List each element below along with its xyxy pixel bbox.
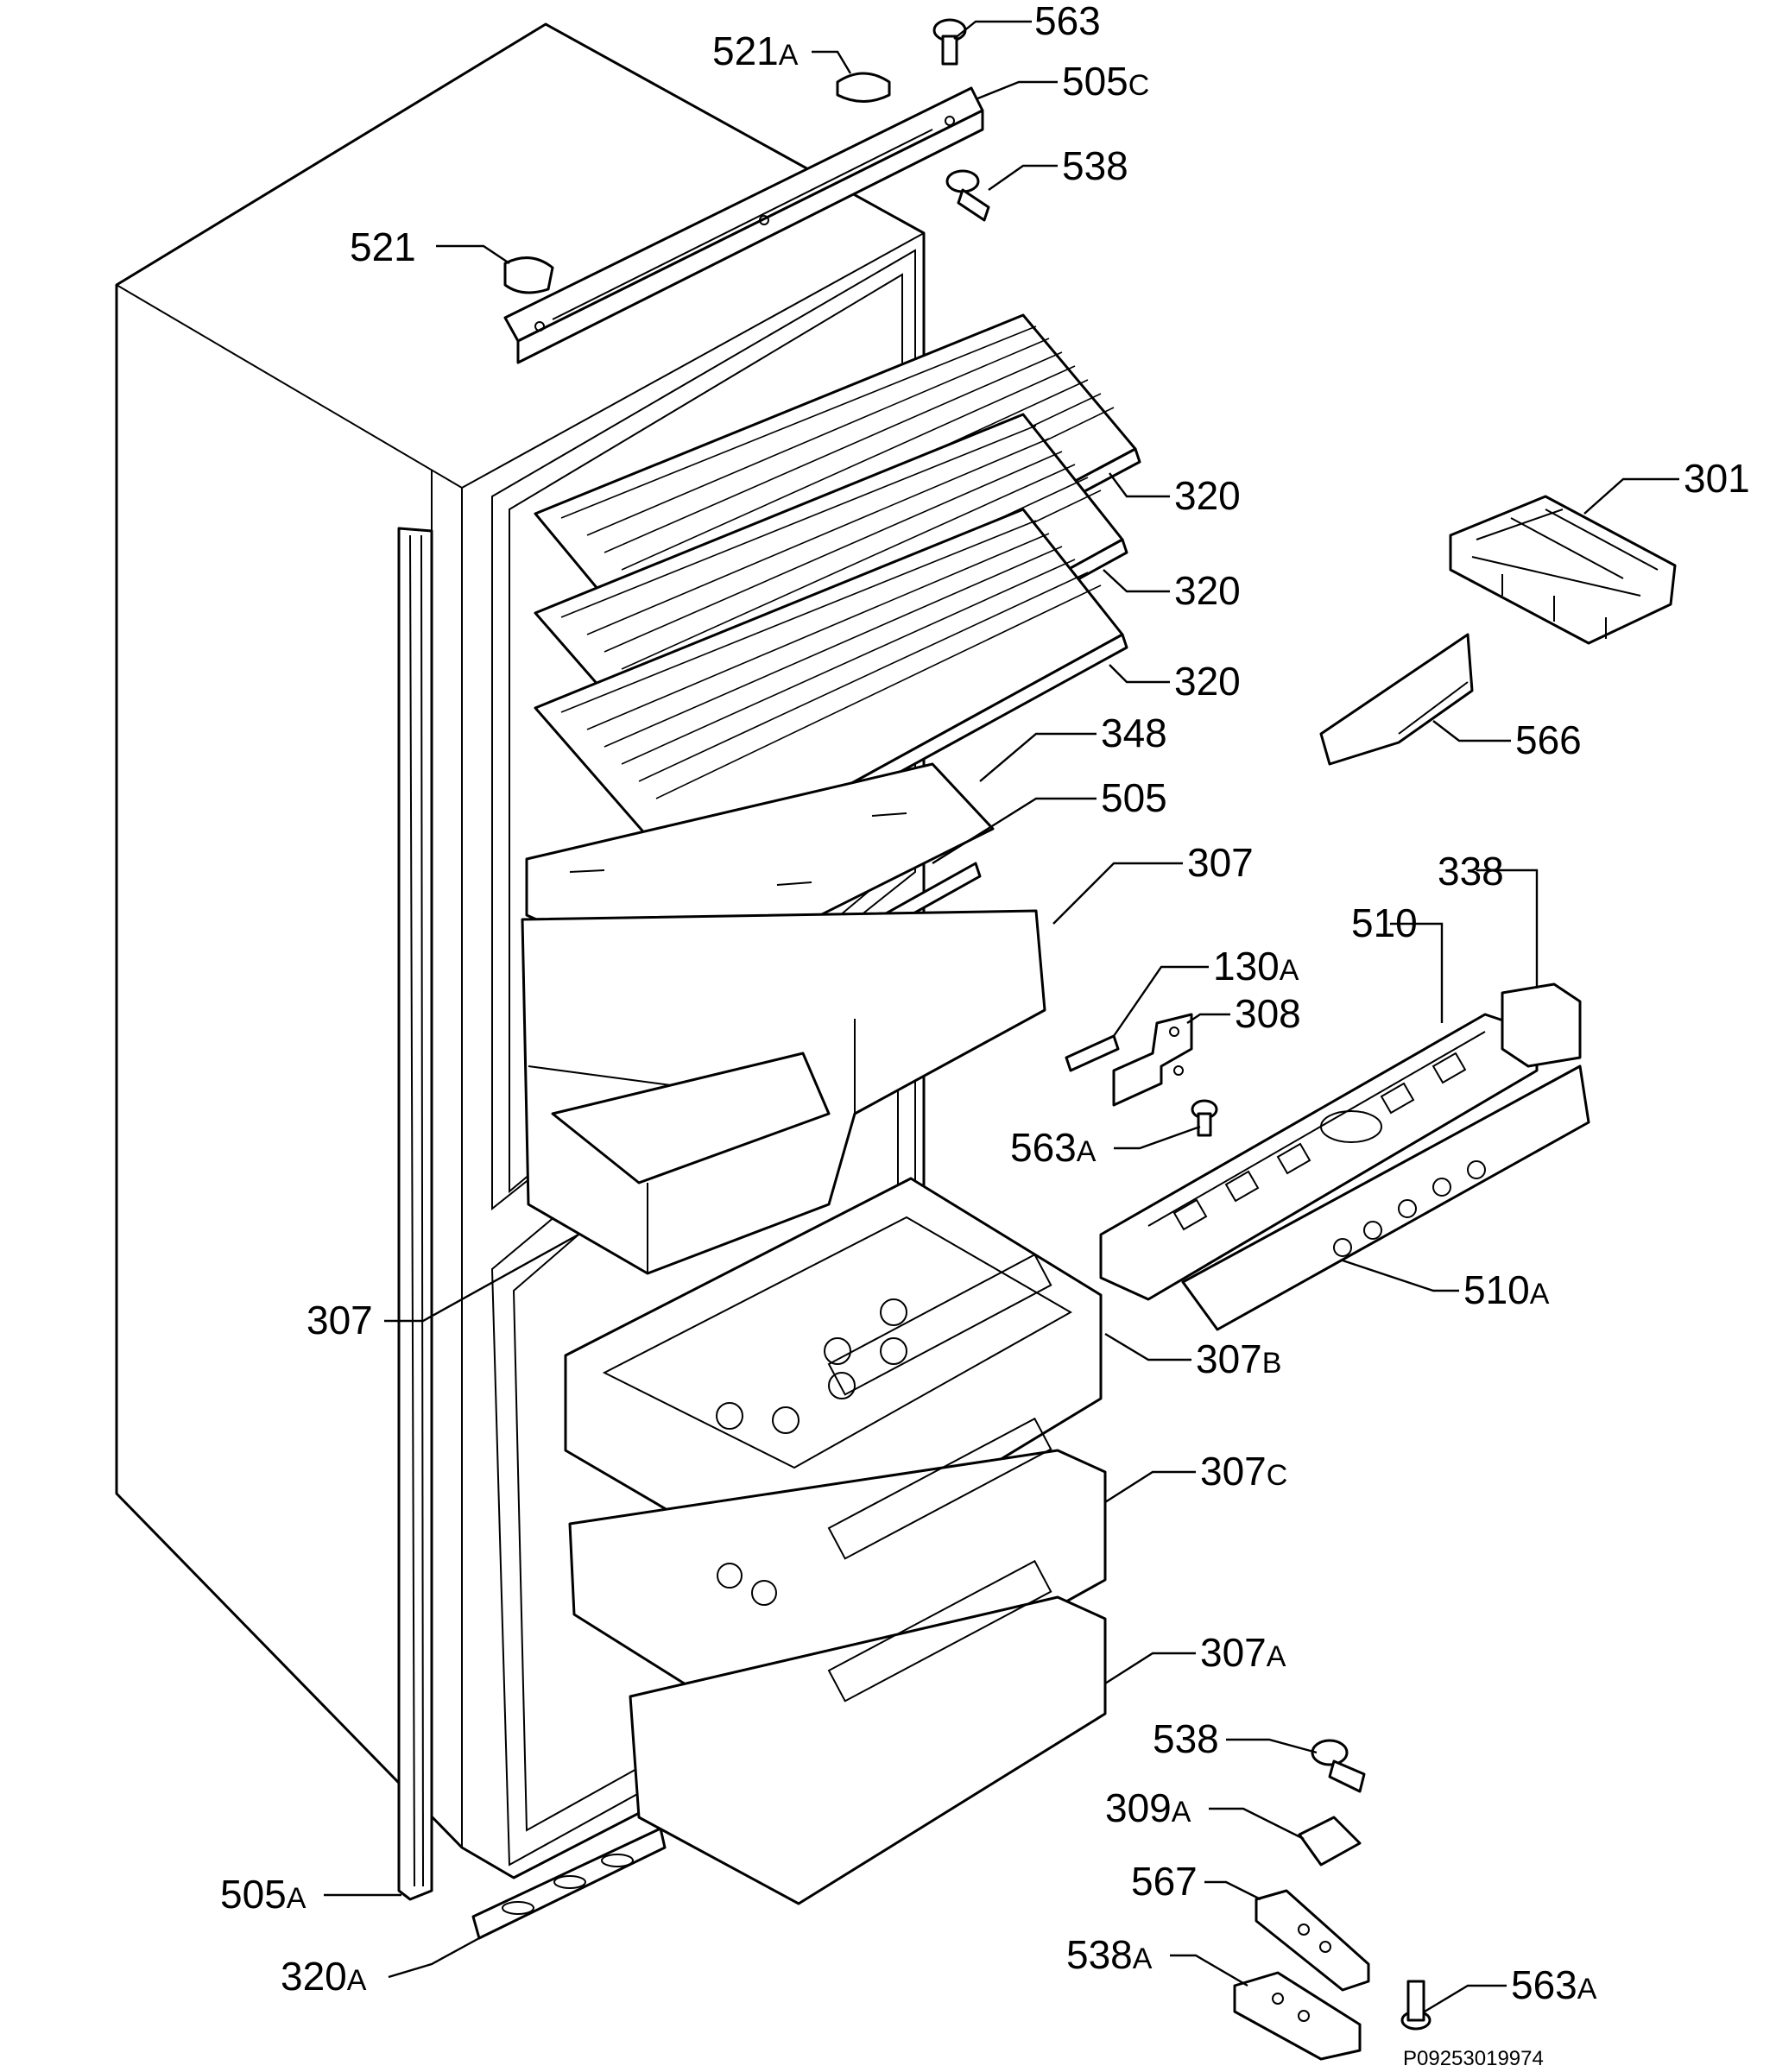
part-labels: 563 521A 505C 538 521 320 320 320 301 56… [220,0,1750,2007]
label-338: 338 [1438,849,1504,894]
label-510: 510 [1351,900,1418,945]
label-563a-bottom: 563A [1511,1962,1597,2007]
freezer-drawer-307b [564,1177,1103,1586]
label-307-top: 307 [1187,840,1254,885]
drawing-code: P09253019974 [1403,2047,1544,2070]
screw-563a-bottom [1400,1980,1432,2031]
label-130a: 130A [1213,944,1299,989]
label-563a-mid: 563A [1010,1125,1097,1170]
end-cap-338 [1501,982,1582,1068]
label-505c: 505C [1062,59,1149,104]
screw-563-top [932,18,967,66]
leader-lines [324,20,1679,2013]
label-538-bottom: 538 [1153,1716,1219,1761]
scraper-566 [1319,633,1474,766]
screw-563a-mid [1191,1099,1218,1137]
label-538-top: 538 [1062,143,1128,188]
door-gasket-505a [397,527,433,1901]
hinge-pin-538-bottom [1311,1739,1366,1793]
ice-tray-301 [1449,495,1677,645]
label-320a: 320A [281,1954,367,1999]
label-320-1: 320 [1174,473,1241,518]
label-505a: 505A [220,1872,307,1917]
label-320-2: 320 [1174,568,1241,613]
label-307b: 307B [1196,1336,1281,1381]
label-505: 505 [1101,775,1167,820]
label-521a: 521A [712,28,799,73]
label-301: 301 [1684,456,1750,501]
hinge-cap-521a [836,72,891,103]
hinge-pin-538-top [945,169,990,222]
label-538a: 538A [1066,1932,1153,1977]
label-307-left: 307 [307,1298,373,1342]
thermostat-cover-510a [1181,1064,1590,1331]
label-308: 308 [1235,991,1301,1036]
bracket-567 [1255,1889,1370,1992]
hinge-cap-521 [503,256,554,294]
bracket-538a [1233,1971,1362,2061]
label-307a: 307A [1200,1630,1286,1675]
label-307c: 307C [1200,1449,1287,1494]
part-309a [1298,1816,1362,1867]
label-309a: 309A [1105,1785,1191,1830]
top-hinge-bar-505c [503,86,984,364]
thermostat-housing-510 [1099,1013,1539,1301]
hinge-bracket-308 [1112,1013,1193,1107]
label-510a: 510A [1463,1267,1550,1312]
label-566: 566 [1515,717,1582,762]
bottom-hinge-320a [471,1827,667,1940]
freezer-drawer-307c [568,1417,1107,1754]
crisper-drawer-307-top [521,909,1046,1275]
label-320-3: 320 [1174,659,1241,704]
label-521: 521 [350,224,416,269]
label-567: 567 [1131,1859,1198,1904]
freezer-drawer-307a [629,1559,1107,1905]
clip-130a [1065,1034,1120,1072]
label-563-top: 563 [1034,0,1101,43]
label-348: 348 [1101,711,1167,755]
